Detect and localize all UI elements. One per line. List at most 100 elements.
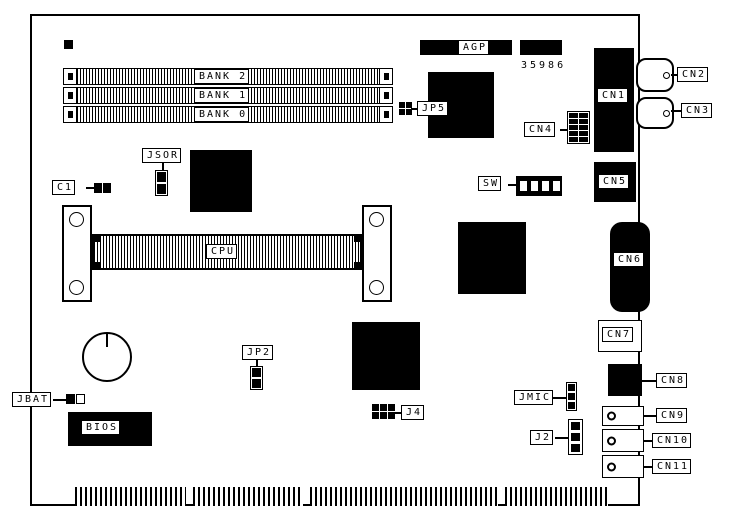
label-jbat: JBAT bbox=[12, 392, 52, 407]
label-bios: BIOS bbox=[81, 420, 121, 435]
slot-clip-latch bbox=[384, 92, 389, 99]
dip-switch-toggle bbox=[531, 181, 538, 191]
edge-connector-fingers bbox=[505, 487, 608, 506]
leader-line bbox=[162, 163, 164, 171]
leader-line bbox=[671, 110, 683, 112]
jp5-jumper bbox=[399, 102, 412, 115]
agp-slot: AGP bbox=[420, 40, 562, 55]
leader-line bbox=[53, 399, 66, 401]
slot-clip bbox=[64, 69, 77, 84]
leader-line bbox=[671, 74, 679, 76]
j2-connector bbox=[568, 419, 583, 455]
bracket-hole bbox=[69, 212, 84, 227]
leader-line bbox=[555, 437, 568, 439]
bracket-hole bbox=[369, 212, 384, 227]
label-bank0: BANK 0 bbox=[194, 107, 250, 122]
slot-clip-latch bbox=[68, 111, 73, 118]
leader-line bbox=[86, 187, 95, 189]
edge-connector-fingers bbox=[193, 487, 303, 506]
c1-component bbox=[94, 183, 111, 193]
bracket-hole bbox=[69, 280, 84, 295]
label-cn9: CN9 bbox=[656, 408, 688, 423]
label-cn4: CN4 bbox=[524, 122, 556, 137]
cn11-jack bbox=[602, 455, 644, 478]
jp2-jumper bbox=[250, 366, 263, 390]
ic-chip-south bbox=[352, 322, 420, 390]
port-screw-hole bbox=[663, 72, 670, 79]
slot-key bbox=[354, 236, 360, 242]
slot-clip-latch bbox=[384, 73, 389, 80]
ic-chip-left bbox=[190, 150, 252, 212]
leader-line bbox=[643, 440, 654, 442]
label-cn6: CN6 bbox=[613, 252, 645, 267]
j4-header bbox=[372, 404, 395, 419]
bios-chip: BIOS bbox=[68, 412, 152, 446]
jbat-jumper bbox=[66, 394, 85, 404]
dip-switch-toggle bbox=[520, 181, 527, 191]
battery-terminal bbox=[106, 334, 108, 347]
leader-line bbox=[641, 380, 657, 382]
cn4-header bbox=[567, 111, 590, 144]
leader-line bbox=[553, 397, 566, 399]
bracket-hole bbox=[369, 280, 384, 295]
jack-hole bbox=[607, 411, 616, 421]
slot-key bbox=[94, 262, 100, 268]
cn10-jack bbox=[602, 429, 644, 452]
label-j2: J2 bbox=[530, 430, 554, 445]
leader-line bbox=[411, 108, 418, 110]
slot-clip bbox=[64, 88, 77, 103]
label-bank2: BANK 2 bbox=[194, 69, 250, 84]
label-agp: AGP bbox=[458, 40, 490, 55]
leader-line bbox=[508, 184, 517, 186]
leader-line bbox=[643, 466, 654, 468]
label-j4: J4 bbox=[401, 405, 425, 420]
leader-line bbox=[560, 129, 568, 131]
cpu-retention-bracket-left bbox=[62, 205, 92, 302]
label-cn3: CN3 bbox=[681, 103, 713, 118]
slot-clip-latch bbox=[68, 73, 73, 80]
memory-slot-bank0: BANK 0 bbox=[63, 106, 393, 123]
cn6-connector bbox=[610, 222, 650, 312]
label-c1: C1 bbox=[52, 180, 76, 195]
slot-clip bbox=[379, 69, 392, 84]
battery bbox=[82, 332, 132, 382]
leader-line bbox=[643, 415, 657, 417]
memory-slot-bank1: BANK 1 bbox=[63, 87, 393, 104]
ic-chip-center bbox=[458, 222, 526, 294]
cn9-jack bbox=[602, 406, 644, 426]
memory-slot-bank2: BANK 2 bbox=[63, 68, 393, 85]
mounting-hole bbox=[64, 40, 73, 49]
agp-slot-notch bbox=[512, 40, 520, 55]
edge-connector-fingers bbox=[75, 487, 186, 506]
edge-connector-fingers bbox=[310, 487, 498, 506]
label-jp2: JP2 bbox=[242, 345, 274, 360]
sw-dip-switch bbox=[516, 176, 562, 196]
slot-clip-latch bbox=[384, 111, 389, 118]
label-cn2: CN2 bbox=[677, 67, 709, 82]
cn2-port bbox=[636, 58, 674, 92]
label-cn1: CN1 bbox=[597, 88, 629, 103]
slot-key bbox=[354, 262, 360, 268]
label-cn7: CN7 bbox=[602, 327, 634, 342]
cpu-retention-bracket-right bbox=[362, 205, 392, 302]
label-jp5: JP5 bbox=[417, 101, 449, 116]
part-number: 35986 bbox=[521, 60, 567, 71]
slot-clip-latch bbox=[68, 92, 73, 99]
jmic-header bbox=[566, 382, 577, 411]
jack-hole bbox=[607, 436, 616, 445]
leader-line bbox=[256, 360, 258, 367]
label-jsor: JSOR bbox=[142, 148, 182, 163]
label-cn11: CN11 bbox=[652, 459, 692, 474]
dip-switch-toggle bbox=[553, 181, 560, 191]
label-jmic: JMIC bbox=[514, 390, 554, 405]
slot-key bbox=[94, 236, 100, 242]
cpu-slot: CPU bbox=[92, 234, 362, 270]
jack-hole bbox=[607, 462, 616, 471]
jsor-jumper bbox=[155, 170, 168, 196]
label-cn5: CN5 bbox=[598, 174, 630, 189]
label-cn10: CN10 bbox=[652, 433, 692, 448]
cn8-connector bbox=[608, 364, 642, 396]
port-screw-hole bbox=[663, 110, 670, 117]
slot-clip bbox=[379, 107, 392, 122]
